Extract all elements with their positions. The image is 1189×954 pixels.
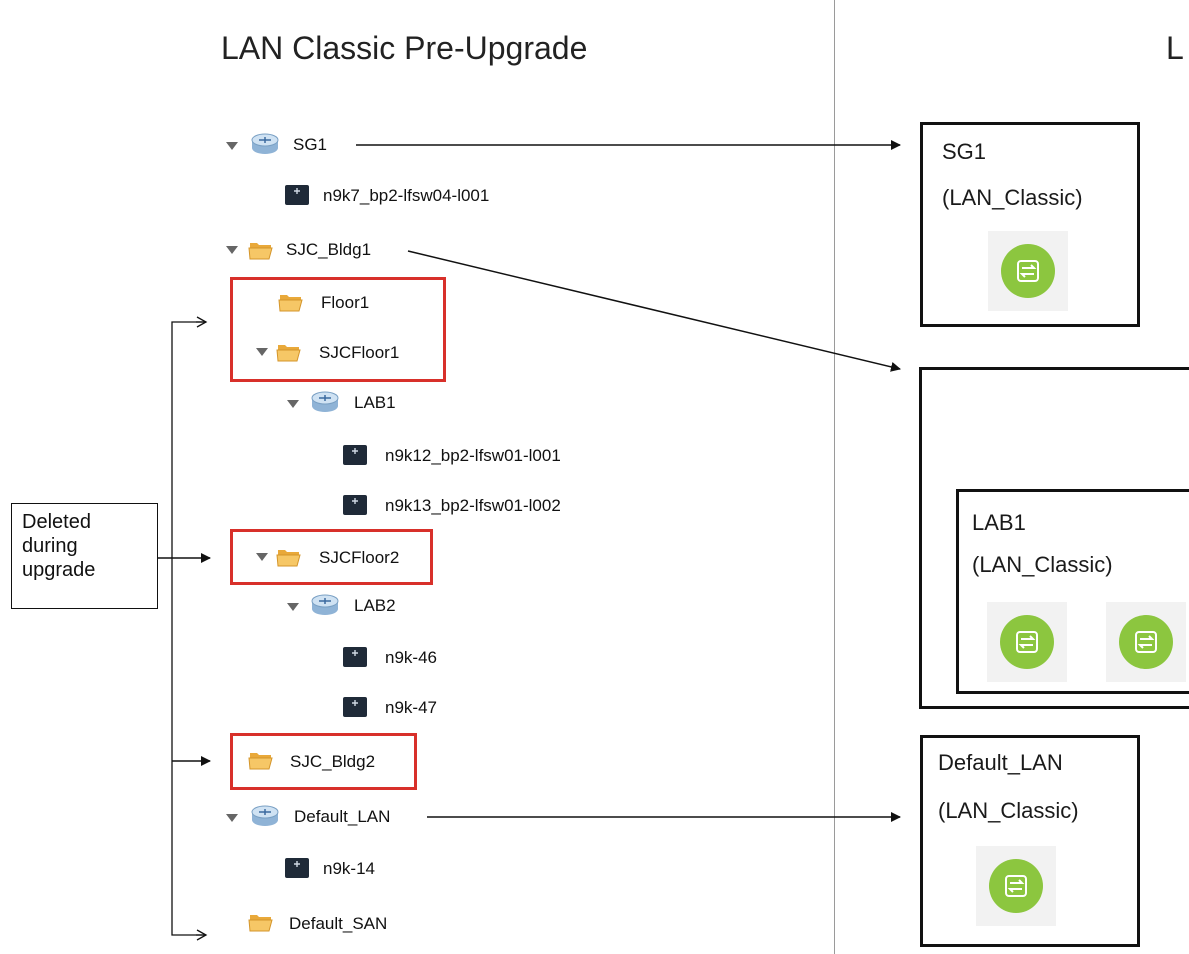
tree-item-lab1[interactable]: LAB1 [354,393,396,412]
fabric-box-subtitle: (LAN_Classic) [942,185,1083,210]
switch-group-icon [310,390,340,419]
open-folder-icon [276,546,302,573]
open-folder-icon [248,911,274,938]
deleted-highlight-floor1-sjcfloor1 [230,277,446,382]
tree-item-n9k13[interactable]: n9k13_bp2-lfsw01-l002 [385,496,561,515]
green-switch-icon [976,846,1056,931]
network-device-icon [342,444,368,471]
tree-item-n9k14[interactable]: n9k-14 [323,859,375,878]
fabric-box-title: SG1 [942,139,987,164]
left-heading: LAN Classic Pre-Upgrade [221,30,588,66]
switch-group-icon [310,593,340,622]
network-device-icon [342,494,368,521]
fabric-box-sg1: SG1 (LAN_Classic) [920,122,1140,327]
arrow-sjc-bldg1-to-fabric [407,250,901,372]
deleted-highlight-sjcfloor2 [230,529,433,585]
network-device-icon [342,696,368,723]
tree-item-n9k46[interactable]: n9k-46 [385,648,437,667]
expand-triangle-icon[interactable] [256,348,268,356]
tree-item-n9k7[interactable]: n9k7_bp2-lfsw04-l001 [323,186,490,205]
open-folder-icon [276,341,302,368]
tree-item-sjc-bldg1[interactable]: SJC_Bldg1 [286,240,372,259]
deleted-highlight-sjc-bldg2 [230,733,417,790]
green-switch-icon [1106,602,1186,687]
open-folder-icon [248,239,274,266]
tree-item-floor1[interactable]: Floor1 [321,293,370,312]
green-switch-icon [987,602,1067,687]
deleted-during-upgrade-note: Deleted during upgrade [11,503,158,609]
right-heading-partial: L [1166,30,1184,66]
tree-item-n9k12[interactable]: n9k12_bp2-lfsw01-l001 [385,446,561,465]
expand-triangle-icon[interactable] [226,814,238,822]
note-line-2: during [22,535,78,557]
fabric-box-lab1: LAB1 (LAN_Classic) [956,489,1189,694]
expand-triangle-icon[interactable] [287,400,299,408]
tree-item-lab2[interactable]: LAB2 [354,596,396,615]
fabric-box-subtitle: (LAN_Classic) [972,552,1113,577]
tree-item-default-lan[interactable]: Default_LAN [294,807,391,826]
network-device-icon [284,184,310,211]
switch-group-icon [250,804,280,833]
tree-item-sjcfloor2[interactable]: SJCFloor2 [319,548,400,567]
tree-item-n9k47[interactable]: n9k-47 [385,698,437,717]
network-device-icon [284,857,310,884]
expand-triangle-icon[interactable] [226,142,238,150]
expand-triangle-icon[interactable] [256,553,268,561]
note-line-1: Deleted [22,511,91,533]
expand-triangle-icon[interactable] [287,603,299,611]
tree-item-sjc-bldg2[interactable]: SJC_Bldg2 [290,752,376,771]
expand-triangle-icon[interactable] [226,246,238,254]
deleted-bracket-line [171,321,203,936]
tree-item-sg1[interactable]: SG1 [293,135,328,154]
open-folder-icon [278,291,304,318]
tree-item-default-san[interactable]: Default_SAN [289,914,388,933]
switch-group-icon [250,132,280,161]
fabric-box-title: LAB1 [972,510,1026,535]
green-switch-icon [988,231,1068,316]
note-line-3: upgrade [22,559,96,581]
network-device-icon [342,646,368,673]
fabric-box-title: Default_LAN [938,750,1063,775]
fabric-box-subtitle: (LAN_Classic) [938,798,1079,823]
fabric-box-default-lan: Default_LAN (LAN_Classic) [920,735,1140,947]
column-divider [834,0,835,954]
open-folder-icon [248,749,274,776]
tree-item-sjcfloor1[interactable]: SJCFloor1 [319,343,400,362]
